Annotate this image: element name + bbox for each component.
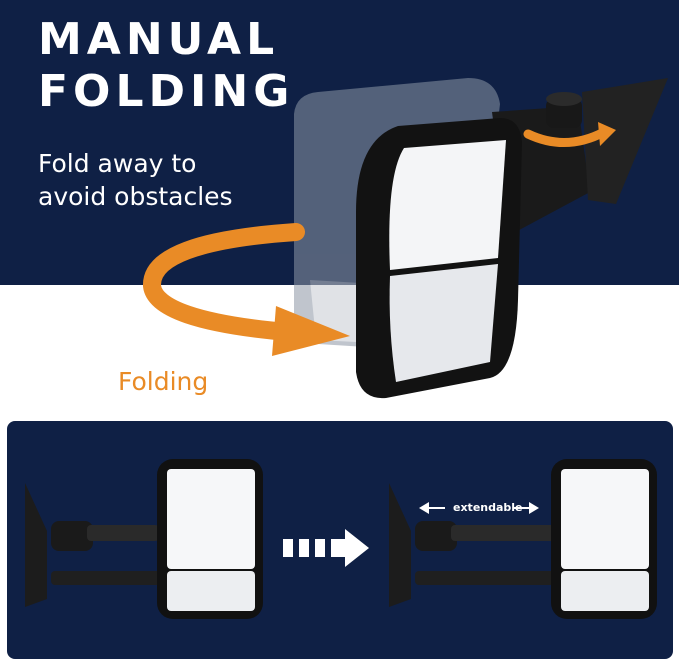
headline-line-1: MANUAL xyxy=(38,14,280,65)
subtitle: Fold away to avoid obstacles xyxy=(38,147,233,213)
fold-arrow-icon xyxy=(143,223,350,356)
double-arrow-icon xyxy=(419,502,539,514)
comparison-panel: extendable xyxy=(7,421,673,659)
subtitle-line-1: Fold away to xyxy=(38,149,197,178)
extend-comparison-illustration xyxy=(25,459,657,619)
mirror-housing xyxy=(356,118,522,399)
headline: MANUAL FOLDING xyxy=(38,14,294,118)
extendable-label: extendable xyxy=(453,501,523,514)
subtitle-line-2: avoid obstacles xyxy=(38,182,233,211)
dashed-right-arrow-icon xyxy=(283,529,369,567)
headline-line-2: FOLDING xyxy=(38,66,295,117)
folding-label: Folding xyxy=(118,367,209,396)
extended-mirror xyxy=(389,459,657,619)
folding-mirror-illustration xyxy=(143,78,668,399)
retracted-mirror xyxy=(25,459,263,619)
rotate-arrow-icon xyxy=(523,122,616,147)
